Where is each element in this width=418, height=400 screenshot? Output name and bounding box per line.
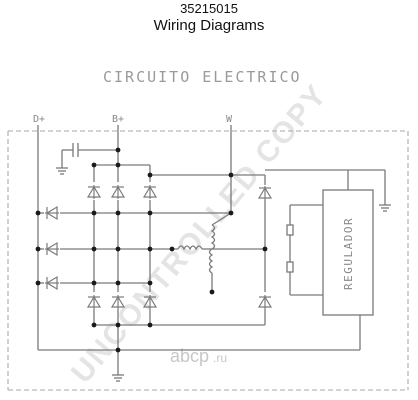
capacitor	[56, 143, 118, 175]
diode-upper-2	[111, 184, 125, 200]
lower-diode-bank	[87, 294, 272, 310]
regulator-label: REGULADOR	[342, 217, 355, 290]
terminal-label-d-plus: D+	[33, 114, 45, 125]
regulator-module: REGULADOR	[265, 169, 391, 350]
diode-lower-1	[87, 294, 101, 310]
stator-winding	[177, 175, 265, 292]
terminal-label-w: W	[226, 114, 233, 125]
terminal-leads	[37, 125, 232, 350]
brand-logo-text: abcp	[170, 346, 209, 366]
diode-upper-1	[87, 184, 101, 200]
negative-bus	[38, 309, 360, 382]
diagram-title: CIRCUITO ELECTRICO	[103, 68, 302, 86]
part-number: 35215015	[180, 1, 238, 16]
diode-upper-3	[143, 184, 157, 200]
brand-logo-suffix: .ru	[213, 351, 227, 365]
junction-dots	[35, 147, 268, 353]
diode-exciter-3	[44, 276, 60, 290]
terminal-label-b-plus: B+	[112, 114, 124, 125]
diode-lower-4	[258, 294, 272, 310]
housing-outline	[7, 130, 409, 391]
page-subtitle: Wiring Diagrams	[153, 17, 265, 34]
diode-exciter-2	[44, 242, 60, 256]
diode-exciter-1	[44, 206, 60, 220]
positive-bus	[93, 164, 266, 185]
diode-upper-4	[258, 185, 272, 201]
